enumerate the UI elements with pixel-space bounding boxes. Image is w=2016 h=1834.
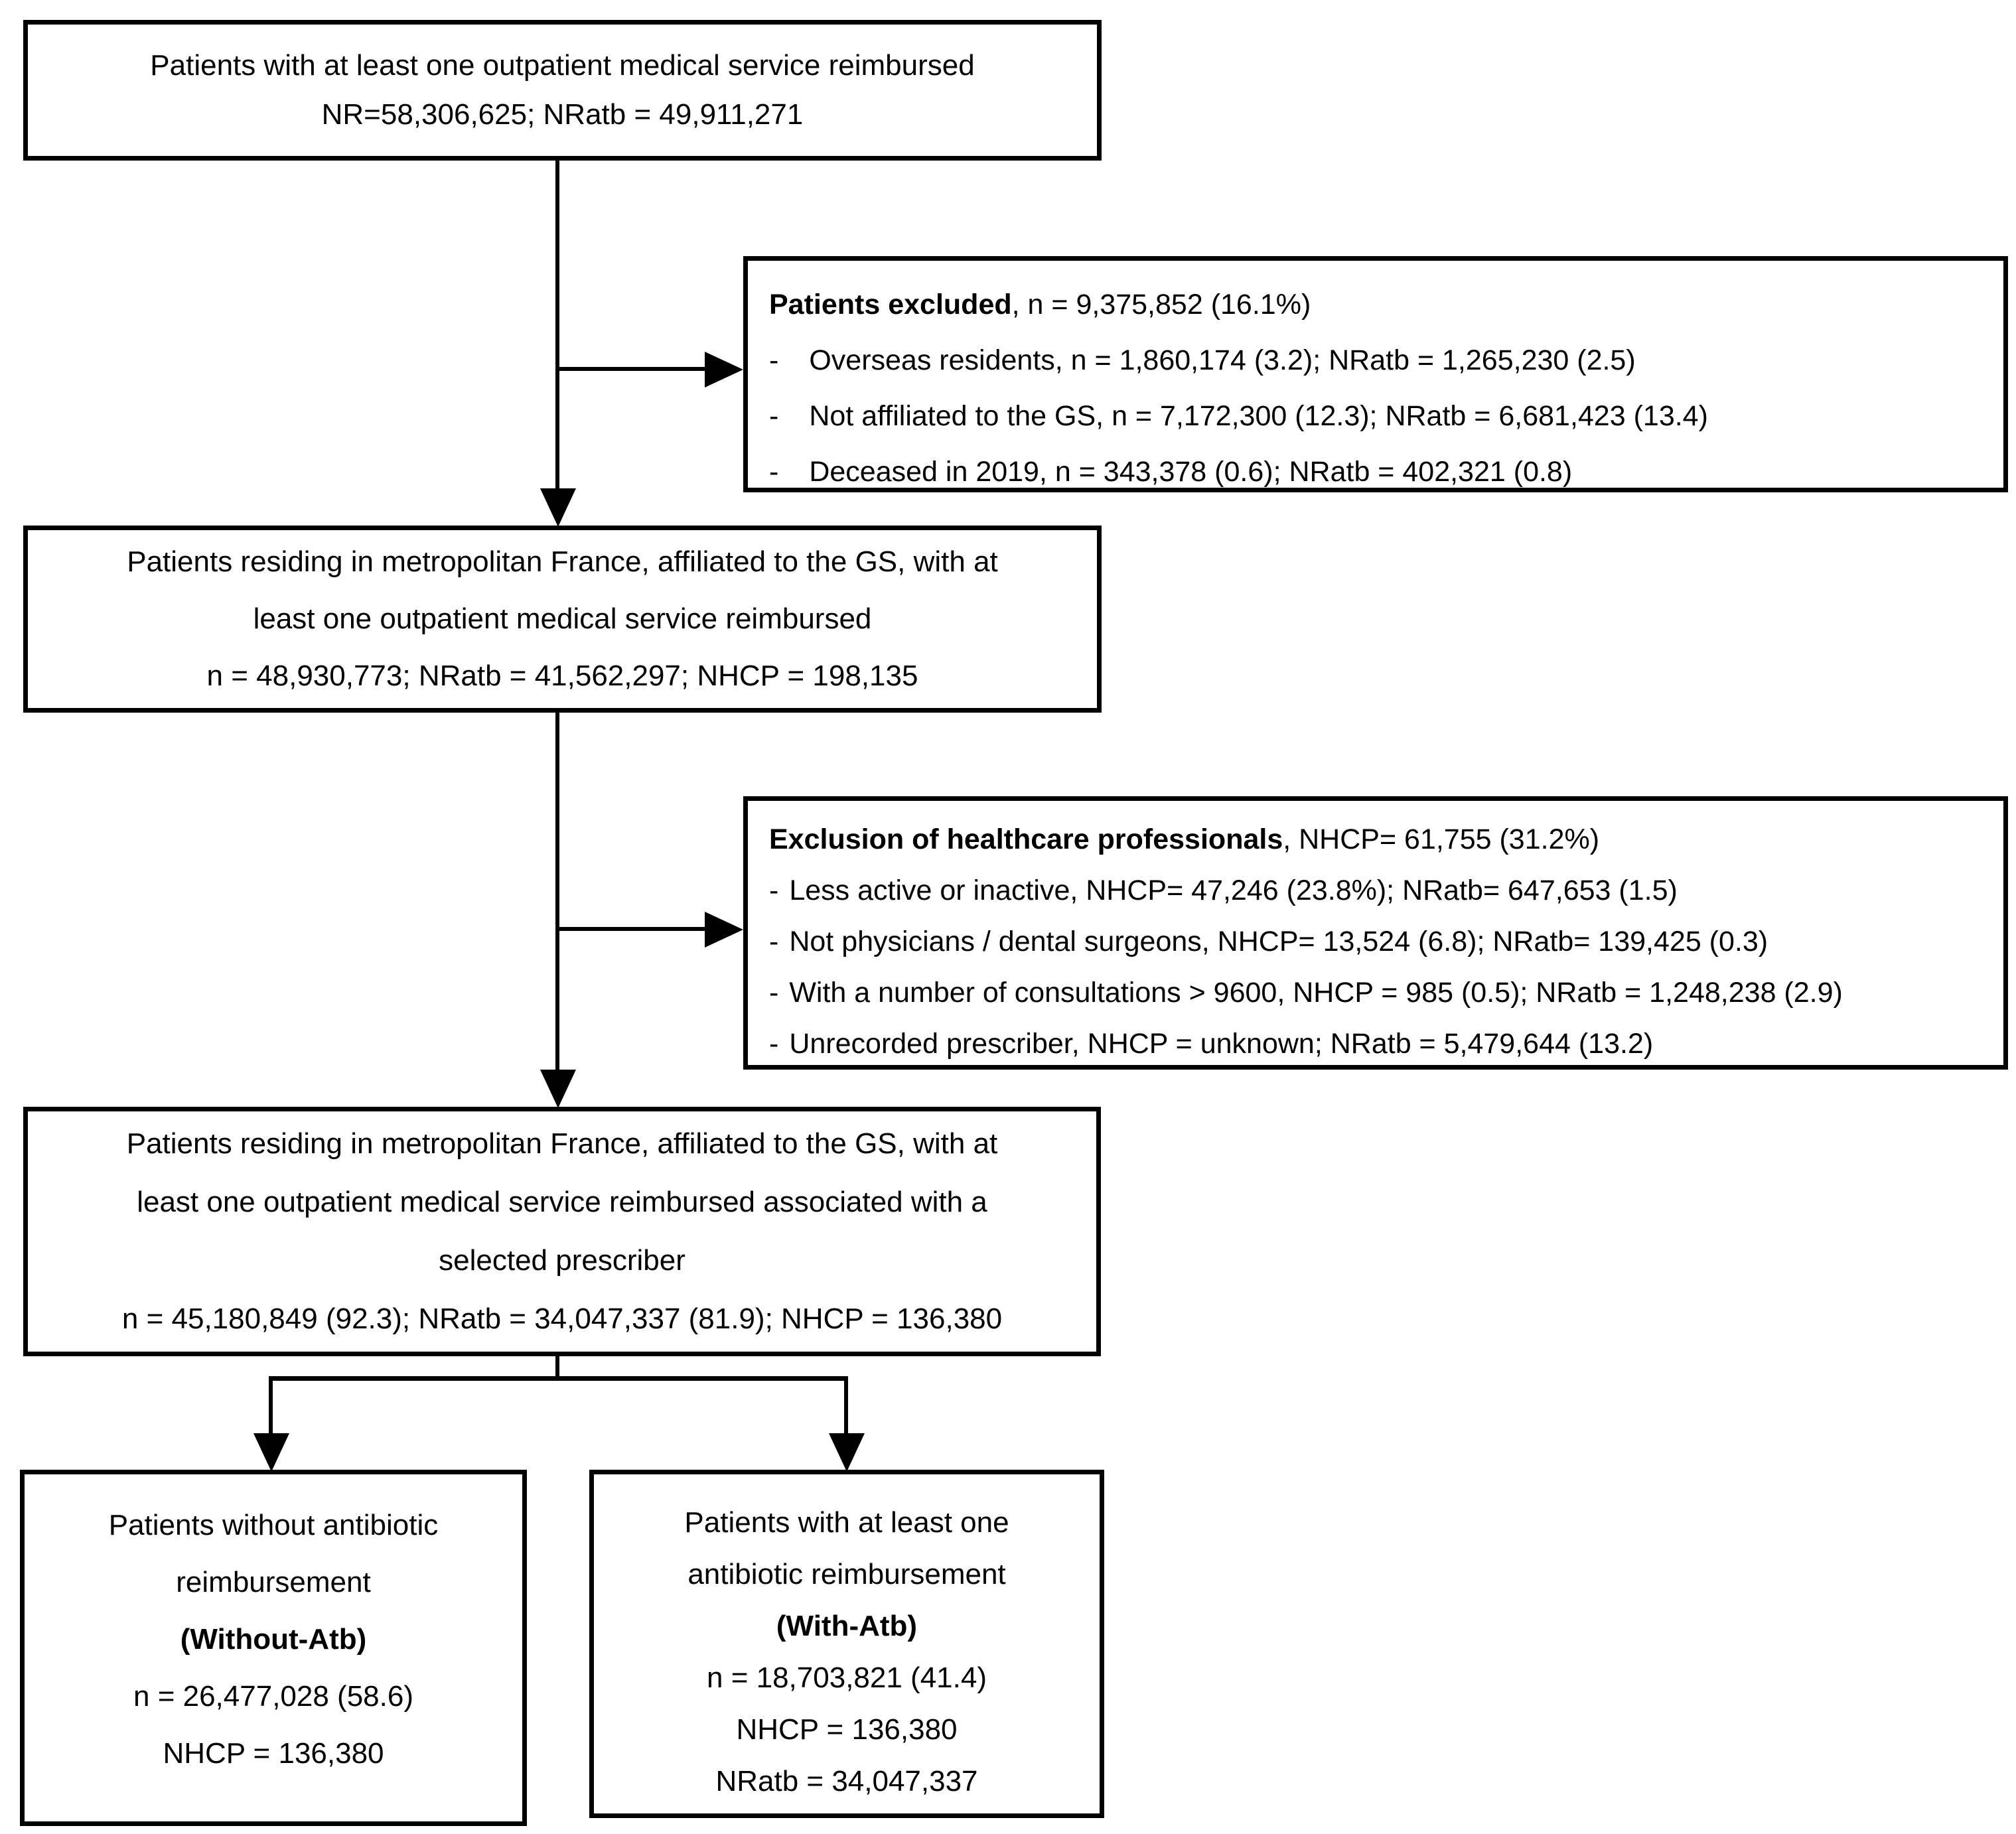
connector-arrowhead-down-2 — [540, 1070, 576, 1108]
exclusion-item-text: Less active or inactive, NHCP= 47,246 (2… — [789, 875, 1678, 906]
bullet-dash: - — [769, 456, 779, 488]
box-text-line: Patients with at least one — [684, 1506, 1009, 1539]
exclusion-item: - With a number of consultations > 9600,… — [769, 967, 1991, 1019]
box-text-line: antibiotic reimbursement — [687, 1558, 1006, 1590]
box-text-line: Patients with at least one outpatient me… — [150, 49, 975, 82]
box-source-population: Patients with at least one outpatient me… — [23, 20, 1102, 161]
exclusion-item-text: Not affiliated to the GS, n = 7,172,300 … — [809, 400, 1708, 432]
bullet-dash: - — [769, 926, 779, 957]
connector-arrowhead-right-1 — [705, 352, 743, 388]
connector-arrowhead-right-2 — [705, 912, 743, 948]
box-text-line: n = 48,930,773; NRatb = 41,562,297; NHCP… — [206, 660, 918, 692]
connector-line-metropolitan-to-selected — [555, 713, 559, 1071]
connector-line-to-hcp-excluded — [557, 927, 711, 931]
stat-line: NRatb = 34,047,337 — [715, 1765, 978, 1798]
exclusion-item: - Less active or inactive, NHCP= 47,246 … — [769, 865, 1991, 916]
connector-arrowhead-down-1 — [540, 488, 576, 527]
exclusion-title-bold: Exclusion of healthcare professionals — [769, 823, 1283, 855]
exclusion-item-text: Unrecorded prescriber, NHCP = unknown; N… — [789, 1028, 1654, 1060]
box-text-line: Patients residing in metropolitan France… — [126, 1127, 998, 1160]
group-label-with-atb: (With-Atb) — [776, 1610, 918, 1642]
box-text-line: Patients residing in metropolitan France… — [127, 545, 998, 578]
box-metropolitan-patients: Patients residing in metropolitan France… — [23, 526, 1102, 713]
connector-line-to-excluded — [557, 367, 711, 371]
exclusion-item: - Unrecorded prescriber, NHCP = unknown;… — [769, 1019, 1991, 1070]
group-label-without-atb: (Without-Atb) — [180, 1623, 367, 1656]
stat-line: NHCP = 136,380 — [163, 1737, 384, 1770]
exclusion-item: - Not physicians / dental surgeons, NHCP… — [769, 916, 1991, 967]
exclusion-item-text: With a number of consultations > 9600, N… — [789, 977, 1843, 1009]
exclusion-item: - Not affiliated to the GS, n = 7,172,30… — [769, 388, 1991, 444]
connector-line-source-to-metropolitan — [555, 161, 559, 491]
bullet-dash: - — [769, 875, 779, 906]
bullet-dash: - — [769, 400, 779, 432]
exclusion-title: Exclusion of healthcare professionals, N… — [769, 814, 1991, 865]
box-text-line: least one outpatient medical service rei… — [137, 1186, 987, 1218]
bullet-dash: - — [769, 977, 779, 1009]
box-text-line: Patients without antibiotic — [108, 1509, 439, 1541]
stat-line: NHCP = 136,380 — [736, 1713, 958, 1746]
exclusion-item: - Deceased in 2019, n = 343,378 (0.6); N… — [769, 444, 1991, 500]
connector-arrowhead-down-right — [829, 1433, 865, 1472]
exclusion-item: - Overseas residents, n = 1,860,174 (3.2… — [769, 332, 1991, 388]
box-text-line: selected prescriber — [439, 1244, 685, 1277]
exclusion-item-text: Not physicians / dental surgeons, NHCP= … — [789, 926, 1768, 957]
box-without-atb: Patients without antibiotic reimbursemen… — [20, 1470, 527, 1826]
box-healthcare-professionals-excluded: Exclusion of healthcare professionals, N… — [743, 796, 2008, 1070]
box-text-line: reimbursement — [176, 1566, 371, 1598]
exclusion-item-text: Overseas residents, n = 1,860,174 (3.2);… — [809, 344, 1636, 376]
connector-stem-split — [555, 1355, 559, 1380]
stat-line: n = 26,477,028 (58.6) — [133, 1680, 413, 1713]
connector-line-to-with-atb — [844, 1376, 848, 1435]
stat-line: n = 18,703,821 (41.4) — [707, 1661, 987, 1694]
box-text-line: n = 45,180,849 (92.3); NRatb = 34,047,33… — [121, 1303, 1003, 1335]
connector-line-to-without-atb — [269, 1376, 273, 1435]
connector-arrowhead-down-left — [253, 1433, 289, 1472]
bullet-dash: - — [769, 1028, 779, 1060]
exclusion-title: Patients excluded, n = 9,375,852 (16.1%) — [769, 277, 1991, 332]
exclusion-title-rest: , NHCP= 61,755 (31.2%) — [1283, 823, 1600, 855]
connector-split-horizontal — [269, 1376, 848, 1381]
exclusion-title-bold: Patients excluded — [769, 289, 1012, 320]
box-selected-prescriber-patients: Patients residing in metropolitan France… — [23, 1107, 1101, 1356]
exclusion-item-text: Deceased in 2019, n = 343,378 (0.6); NRa… — [809, 456, 1573, 488]
exclusion-title-rest: , n = 9,375,852 (16.1%) — [1011, 289, 1311, 320]
box-text-line: least one outpatient medical service rei… — [253, 602, 872, 635]
box-with-atb: Patients with at least one antibiotic re… — [589, 1470, 1104, 1818]
bullet-dash: - — [769, 344, 779, 376]
box-patients-excluded: Patients excluded, n = 9,375,852 (16.1%)… — [743, 256, 2008, 492]
box-text-line: NR=58,306,625; NRatb = 49,911,271 — [321, 98, 804, 131]
